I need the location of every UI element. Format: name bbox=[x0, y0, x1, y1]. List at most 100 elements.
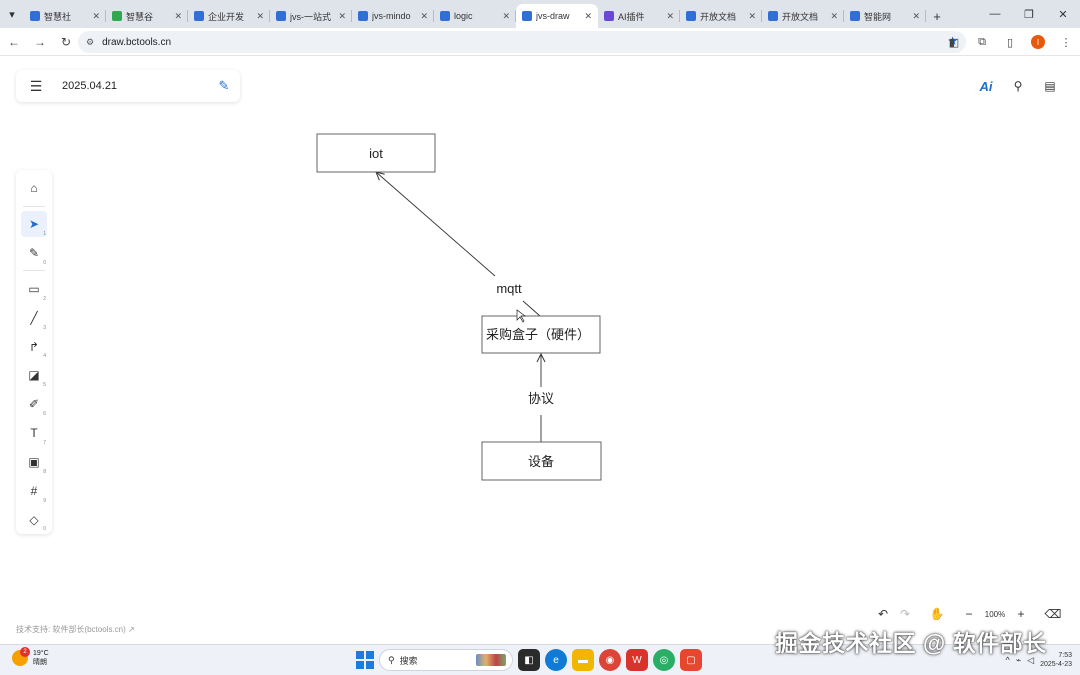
undo-icon[interactable]: ↶ bbox=[877, 607, 889, 621]
credit-link[interactable]: 技术支持: 软件部长(bctools.cn) ↗ bbox=[16, 625, 135, 634]
pen-tool[interactable]: ✐6 bbox=[21, 391, 47, 417]
tab-close-icon[interactable]: ✕ bbox=[912, 10, 920, 21]
zoom-in-icon[interactable]: + bbox=[1017, 607, 1025, 621]
extensions-icon[interactable]: ⧉ bbox=[978, 35, 986, 48]
drawing-canvas[interactable]: mqtt 协议 iot 采购盒子（硬件） 设备 bbox=[0, 57, 1080, 644]
zoom-level[interactable]: 100% bbox=[984, 609, 1006, 619]
tab-close-icon[interactable]: ✕ bbox=[338, 10, 346, 21]
frame-tool[interactable]: #9 bbox=[21, 478, 47, 504]
extension-a-icon[interactable]: ◧ bbox=[948, 36, 960, 49]
image-tool[interactable]: ▣8 bbox=[21, 449, 47, 475]
lock-tool[interactable]: ⌂ bbox=[21, 176, 47, 202]
browser-tab[interactable]: AI插件✕ bbox=[598, 4, 680, 28]
wps-icon[interactable]: W bbox=[626, 649, 648, 671]
chrome-icon[interactable]: ◉ bbox=[599, 649, 621, 671]
edge-label-mqtt[interactable]: mqtt bbox=[496, 281, 522, 296]
new-tab-icon[interactable]: + bbox=[933, 8, 941, 24]
task-view-icon[interactable]: ◧ bbox=[518, 649, 540, 671]
weather-badge: 2 bbox=[20, 647, 30, 657]
tab-title: 开放文档 bbox=[700, 11, 737, 22]
tab-favicon-icon bbox=[194, 11, 204, 21]
rectangle-tool-icon: ▭ bbox=[28, 281, 40, 296]
hand-pan-icon[interactable]: ✋ bbox=[929, 607, 945, 621]
tab-close-icon[interactable]: ✕ bbox=[92, 10, 100, 21]
tab-title: jvs-mindo bbox=[372, 11, 411, 21]
edge-mqtt-lower[interactable] bbox=[522, 300, 541, 317]
tab-search-icon[interactable]: ▾ bbox=[9, 8, 15, 21]
node-device[interactable]: 设备 bbox=[481, 441, 602, 481]
url-input[interactable]: ⚙ draw.bctools.cn ★ bbox=[78, 31, 966, 53]
edge-browser-icon[interactable]: e bbox=[545, 649, 567, 671]
library-icon[interactable]: ▤ bbox=[1044, 79, 1056, 93]
browser-tab[interactable]: jvs-一站式✕ bbox=[270, 4, 352, 28]
tool-shortcut: 2 bbox=[43, 295, 46, 302]
browser-tab[interactable]: 智慧谷✕ bbox=[106, 4, 188, 28]
browser-tab[interactable]: 企业开发✕ bbox=[188, 4, 270, 28]
wechat-icon[interactable]: ◎ bbox=[653, 649, 675, 671]
arrow-tool[interactable]: ↱4 bbox=[21, 334, 47, 360]
tray-expand-icon[interactable]: ^ bbox=[1005, 655, 1010, 665]
tab-close-icon[interactable]: ✕ bbox=[174, 10, 182, 21]
menu-icon[interactable]: ☰ bbox=[29, 77, 43, 94]
browser-tab[interactable]: 智能网✕ bbox=[844, 4, 926, 28]
site-info-icon[interactable]: ⚙ bbox=[86, 36, 95, 47]
tab-close-icon[interactable]: ✕ bbox=[666, 10, 674, 21]
app-red-icon[interactable]: ▢ bbox=[680, 649, 702, 671]
browser-tab[interactable]: 智慧社✕ bbox=[24, 4, 106, 28]
select-tool[interactable]: ➤1 bbox=[21, 211, 47, 238]
sidebar-icon[interactable]: ▯ bbox=[1006, 36, 1014, 49]
tab-close-icon[interactable]: ✕ bbox=[748, 10, 756, 21]
browser-tab[interactable]: jvs-draw✕ bbox=[516, 4, 598, 28]
tab-close-icon[interactable]: ✕ bbox=[256, 10, 264, 21]
tab-favicon-icon bbox=[604, 11, 614, 21]
search-icon[interactable]: ⚲ bbox=[1013, 79, 1023, 93]
arrow-tool-icon: ↱ bbox=[28, 339, 40, 354]
close-window-icon[interactable]: ✕ bbox=[1058, 8, 1068, 21]
taskbar-search[interactable]: ⚲ 搜索 bbox=[379, 649, 513, 671]
edge-mqtt-upper[interactable] bbox=[376, 172, 496, 277]
maximize-icon[interactable]: ❐ bbox=[1024, 8, 1034, 21]
mouse-cursor-icon bbox=[516, 309, 527, 323]
tab-close-icon[interactable]: ✕ bbox=[584, 10, 592, 21]
tool-shortcut: 8 bbox=[43, 468, 46, 475]
edit-name-icon[interactable]: ✎ bbox=[218, 78, 230, 93]
node-iot[interactable]: iot bbox=[316, 133, 436, 173]
bookmark-star-icon[interactable]: ★ bbox=[947, 34, 958, 48]
file-explorer-icon[interactable]: ▬ bbox=[572, 649, 594, 671]
browser-tab[interactable]: logic✕ bbox=[434, 4, 516, 28]
clock[interactable]: 7:53 2025-4-23 bbox=[1040, 651, 1072, 669]
start-icon[interactable] bbox=[356, 651, 374, 669]
browser-tab[interactable]: 开放文档 ✕ bbox=[680, 4, 762, 28]
line-tool[interactable]: ╱3 bbox=[21, 305, 47, 331]
browser-tab[interactable]: jvs-mindo ✕ bbox=[352, 4, 434, 28]
edge-label-protocol[interactable]: 协议 bbox=[528, 391, 554, 406]
reload-icon[interactable]: ↻ bbox=[60, 34, 72, 49]
sticky-note-tool[interactable]: ◪5 bbox=[21, 362, 47, 388]
line-tool-icon: ╱ bbox=[30, 310, 38, 325]
back-icon[interactable]: ← bbox=[8, 34, 20, 49]
zoom-out-icon[interactable]: − bbox=[965, 607, 973, 621]
eraser-tool[interactable]: ◇0 bbox=[21, 507, 47, 533]
weather-widget[interactable]: 2 19°C 晴朗 bbox=[12, 647, 49, 667]
tab-close-icon[interactable]: ✕ bbox=[420, 10, 428, 21]
pen-tool-icon: ✐ bbox=[28, 397, 40, 412]
tab-close-icon[interactable]: ✕ bbox=[830, 10, 838, 21]
document-name[interactable]: 2025.04.21 bbox=[62, 80, 118, 92]
profile-avatar[interactable]: I bbox=[1031, 35, 1045, 49]
network-icon[interactable]: ⌁ bbox=[1015, 654, 1022, 665]
minimize-icon[interactable]: — bbox=[989, 8, 1001, 20]
laser-tool[interactable]: ✎0 bbox=[21, 240, 47, 266]
redo-icon[interactable]: ↷ bbox=[899, 607, 911, 621]
tab-close-icon[interactable]: ✕ bbox=[502, 10, 510, 21]
clear-canvas-icon[interactable]: ⌫ bbox=[1044, 607, 1062, 621]
browser-tab[interactable]: 开放文档✕ bbox=[762, 4, 844, 28]
ai-assistant-button[interactable]: Ai bbox=[979, 78, 993, 94]
browser-menu-icon[interactable]: ⋮ bbox=[1060, 36, 1072, 49]
node-iot-label: iot bbox=[369, 146, 383, 161]
volume-icon[interactable]: ◁ bbox=[1027, 654, 1035, 665]
forward-icon[interactable]: → bbox=[34, 34, 46, 49]
node-purchase-box[interactable]: 采购盒子（硬件） bbox=[481, 315, 601, 354]
lock-tool-icon: ⌂ bbox=[30, 181, 38, 196]
rectangle-tool[interactable]: ▭2 bbox=[21, 276, 47, 302]
